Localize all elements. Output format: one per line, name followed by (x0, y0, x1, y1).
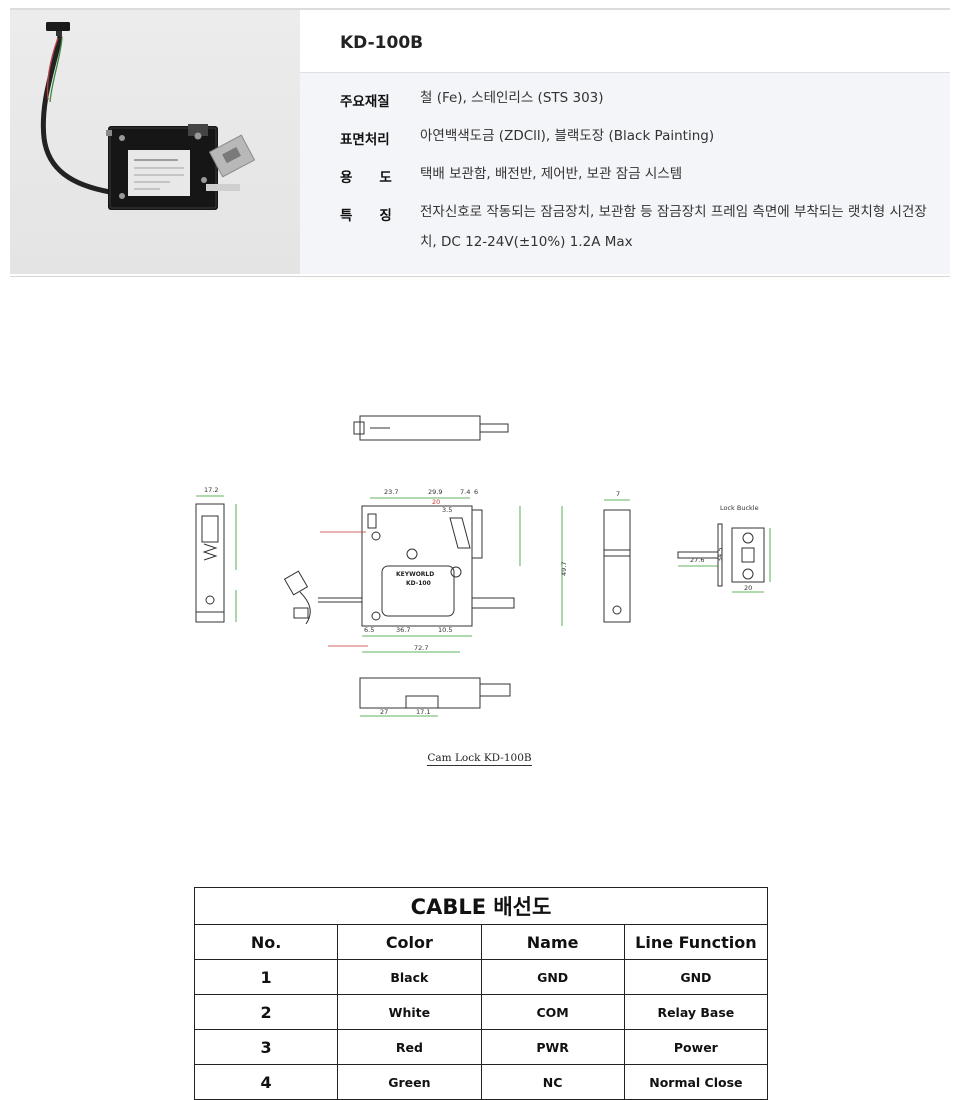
product-photo (10, 10, 300, 274)
header-no: No. (193, 924, 339, 960)
dim-label: 6.5 (364, 626, 374, 634)
spec-value: 택배 보관함, 배전반, 제어반, 보관 잠금 시스템 (420, 166, 683, 182)
drawing-caption: Cam Lock KD-100B (0, 752, 959, 766)
dim-label: 7 (616, 490, 620, 498)
cable-table: CABLE 배선도 No. Color Name Line Function 1… (193, 887, 769, 1100)
technical-drawing: 17.2 23.7 29.9 7.4 6 3.5 20 36.7 10.5 72… (170, 340, 790, 780)
cell-no: 3 (193, 1029, 339, 1065)
cell-name: PWR (480, 1029, 625, 1065)
dim-label: 3.5 (442, 506, 452, 514)
lock-label (128, 150, 190, 196)
cell-no: 1 (193, 959, 339, 995)
drawing-svg: 17.2 23.7 29.9 7.4 6 3.5 20 36.7 10.5 72… (195, 415, 771, 717)
dim-label: 29.9 (428, 488, 442, 496)
dim-label: 7.4 (460, 488, 470, 496)
dim-label: 72.7 (414, 644, 428, 652)
lock-bolt (206, 184, 240, 191)
front-view-label (381, 565, 455, 617)
right-view-body (603, 509, 631, 623)
dim-label: 36.7 (396, 626, 410, 634)
cell-no: 2 (193, 994, 339, 1030)
dim-label: 20 (432, 498, 440, 506)
header-color: Color (337, 924, 482, 960)
dim-label: 17.1 (416, 708, 430, 716)
buckle-view-body (731, 527, 765, 583)
table-row: 2 White COM Relay Base (193, 994, 769, 1030)
dim-label: 34.5 (716, 548, 724, 562)
cell-color: Red (337, 1029, 482, 1065)
lock-buckle (208, 134, 256, 178)
dim-label: 27.6 (690, 556, 704, 564)
spec-value: 아연백색도금 (ZDCll), 블랙도장 (Black Painting) (420, 128, 715, 144)
cable-table-title: CABLE 배선도 (194, 887, 768, 925)
left-view-body (195, 503, 225, 623)
dim-label: 10.5 (438, 626, 452, 634)
cell-color: White (337, 994, 482, 1030)
cell-name: COM (480, 994, 625, 1030)
lock-buckle-label: Lock Buckle (720, 504, 759, 512)
spec-key: 용 도 (340, 170, 392, 186)
connector-plug (46, 22, 70, 31)
cell-function: Power (623, 1029, 769, 1065)
cell-color: Green (337, 1064, 482, 1100)
cell-function: Normal Close (623, 1064, 769, 1100)
model-header: KD-100B (300, 10, 950, 73)
spec-key: 주요재질 (340, 94, 390, 110)
front-view-body (361, 505, 473, 627)
dim-label: 20 (744, 584, 752, 592)
table-row: 3 Red PWR Power (193, 1029, 769, 1065)
spec-key: 표면처리 (340, 132, 390, 148)
dim-label: 6 (474, 488, 478, 496)
bottom-view-body (359, 677, 481, 709)
product-photo-image (40, 22, 256, 210)
dimension-lines (196, 495, 771, 717)
cell-function: GND (623, 959, 769, 995)
table-row: 1 Black GND GND (193, 959, 769, 995)
label-model: KD-100 (406, 580, 431, 587)
cell-name: NC (480, 1064, 625, 1100)
dim-label: 23.7 (384, 488, 398, 496)
spec-value: 전자신호로 작동되는 잠금장치, 보관함 등 잠금장치 프레임 측면에 부착되는… (420, 204, 927, 250)
spec-value: 철 (Fe), 스테인리스 (STS 303) (420, 90, 604, 106)
cell-color: Black (337, 959, 482, 995)
cell-function: Relay Base (623, 994, 769, 1030)
cable-wire (40, 35, 111, 195)
cell-name: GND (480, 959, 625, 995)
cable-table-header: No. Color Name Line Function (193, 924, 769, 960)
cell-no: 4 (193, 1064, 339, 1100)
dim-label: 17.2 (204, 486, 218, 494)
header-line-function: Line Function (623, 924, 769, 960)
spec-panel: KD-100B 주요재질 철 (Fe), 스테인리스 (STS 303) 표면처… (10, 8, 950, 277)
dim-label: 27 (380, 708, 388, 716)
spec-table: KD-100B 주요재질 철 (Fe), 스테인리스 (STS 303) 표면처… (300, 10, 950, 274)
model-title: KD-100B (340, 33, 424, 53)
table-row: 4 Green NC Normal Close (193, 1064, 769, 1100)
header-name: Name (480, 924, 625, 960)
drawing-caption-text: Cam Lock KD-100B (427, 752, 532, 766)
label-brand: KEYWORLD (396, 571, 434, 578)
dim-label: 49.7 (560, 562, 568, 576)
spec-key: 특 징 (340, 208, 392, 224)
